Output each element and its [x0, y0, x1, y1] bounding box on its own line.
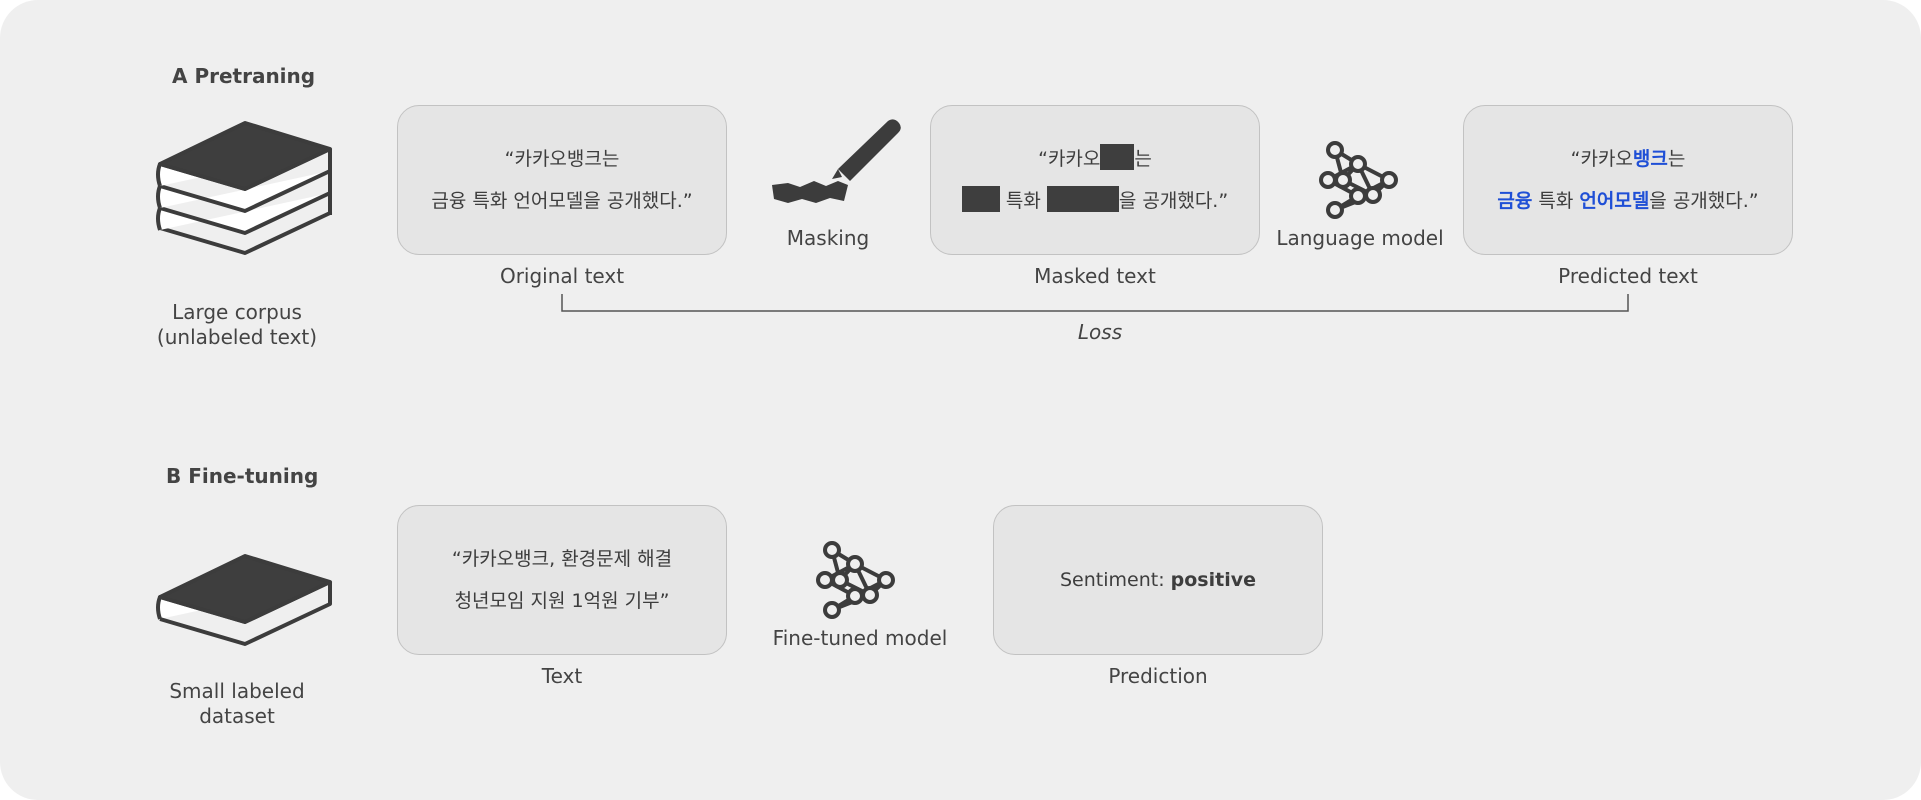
- predicted-highlight: 언어모델: [1579, 190, 1650, 212]
- masked-text-line1: “카카오 는: [1038, 138, 1152, 180]
- prediction-label: Sentiment:: [1060, 569, 1171, 591]
- predicted-text-line2: 금융 특화 언어모델을 공개했다.”: [1497, 180, 1758, 222]
- mask-block: [1046, 186, 1119, 212]
- neural-network-icon: [816, 541, 895, 619]
- original-text-caption: Original text: [499, 264, 625, 288]
- predicted-text-caption: Predicted text: [1558, 264, 1698, 288]
- predicted-line2-suffix: 을 공개했다.”: [1649, 190, 1759, 212]
- corpus-label-line2: (unlabeled text): [156, 325, 318, 349]
- finetune-text-box: “카카오뱅크, 환경문제 해결 청년모임 지원 1억원 기부”: [397, 505, 727, 655]
- neural-network-icon: [1319, 141, 1398, 219]
- dataset-label-line2: dataset: [199, 704, 275, 728]
- prediction-line: Sentiment: positive: [1060, 559, 1256, 601]
- masked-text-caption: Masked text: [1034, 264, 1156, 288]
- original-text-box: “카카오뱅크는 금융 특화 언어모델을 공개했다.”: [397, 105, 727, 255]
- masked-text-line2: 특화 을 공개했다.”: [961, 180, 1229, 222]
- predicted-line1-suffix: 는: [1667, 148, 1686, 170]
- corpus-label-line1: Large corpus: [172, 300, 302, 324]
- masked-line1-suffix: 는: [1134, 148, 1152, 170]
- masked-line2-suffix: 을 공개했다.”: [1118, 190, 1229, 212]
- masked-text-box: “카카오 는 특화 을 공개했다.”: [930, 105, 1260, 255]
- books-stack-icon: [156, 121, 332, 255]
- masking-caption: Masking: [786, 226, 870, 250]
- finetune-text-line2: 청년모임 지원 1억원 기부”: [454, 590, 670, 612]
- predicted-line2-mid: 특화: [1532, 190, 1580, 212]
- prediction-value: positive: [1170, 569, 1256, 591]
- predicted-highlight: 금융: [1497, 190, 1533, 212]
- prediction-caption: Prediction: [1108, 664, 1208, 688]
- original-text-line2: 금융 특화 언어모델을 공개했다.”: [431, 190, 693, 212]
- prediction-box: Sentiment: positive: [993, 505, 1323, 655]
- language-model-caption: Language model: [1276, 226, 1444, 250]
- loss-label: Loss: [1077, 320, 1123, 344]
- predicted-text-line1: “카카오뱅크는: [1571, 138, 1686, 180]
- dataset-label-line1: Small labeled: [169, 679, 305, 703]
- marker-pen-icon: [772, 119, 901, 203]
- section-title-pretraining: A Pretraning: [172, 64, 316, 88]
- mask-block: [1100, 144, 1135, 170]
- predicted-line1-prefix: “카카오: [1570, 148, 1633, 170]
- mask-block: [961, 186, 1000, 212]
- finetune-text-caption: Text: [541, 664, 583, 688]
- finetune-text-line1: “카카오뱅크, 환경문제 해결: [451, 548, 673, 570]
- finetuned-model-caption: Fine-tuned model: [772, 626, 948, 650]
- original-text-line1: “카카오뱅크는: [504, 148, 620, 170]
- section-title-finetuning: B Fine-tuning: [166, 464, 319, 488]
- predicted-text-box: “카카오뱅크는 금융 특화 언어모델을 공개했다.”: [1463, 105, 1793, 255]
- predicted-highlight: 뱅크: [1632, 148, 1668, 170]
- masked-line2-mid: 특화: [999, 190, 1047, 212]
- masked-line1-prefix: “카카오: [1038, 148, 1101, 170]
- book-icon: [156, 554, 332, 646]
